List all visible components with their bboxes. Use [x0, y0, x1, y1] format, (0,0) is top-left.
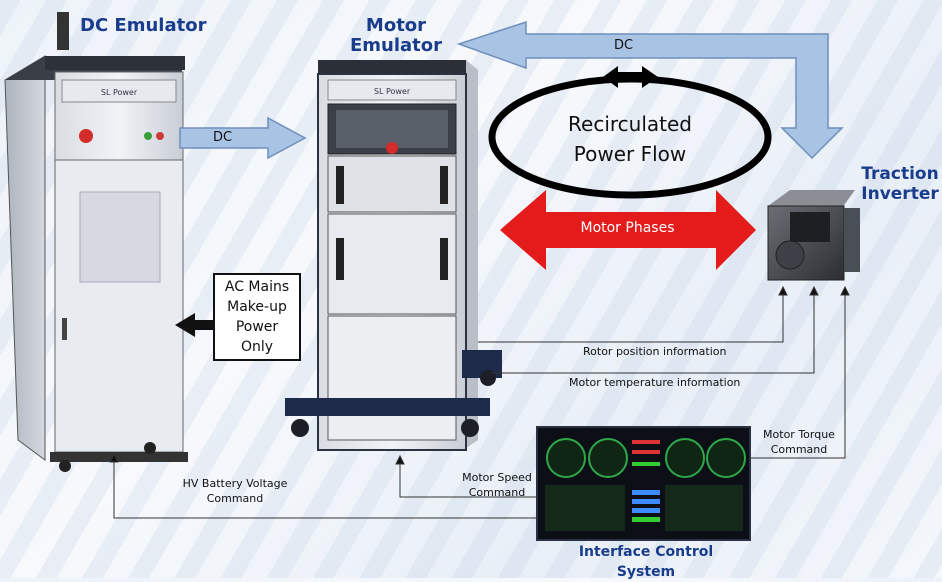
- dc-emulator-cabinet: SL Power: [4, 12, 188, 472]
- motor-torque-line2: Command: [770, 443, 828, 456]
- dc-emulator-heading: DC Emulator: [80, 15, 207, 36]
- motor-emulator-heading: Motor Emulator: [346, 16, 446, 56]
- motor-emulator-heading-line2: Emulator: [349, 35, 443, 56]
- hv-battery-line1: HV Battery Voltage: [182, 477, 288, 490]
- ac-mains-line1: AC Mains: [224, 279, 290, 295]
- motor-emulator-cabinet: SL Power: [285, 60, 502, 451]
- interface-control-screen: [536, 426, 751, 541]
- motor-torque-line1: Motor Torque: [763, 428, 835, 441]
- ac-mains-arrow: [175, 313, 213, 337]
- motor-torque-label: Motor Torque Command: [757, 427, 841, 457]
- traction-inverter-heading-line2: Inverter: [861, 184, 939, 204]
- motor-cabinet-brand: SL Power: [374, 87, 411, 96]
- traction-inverter-heading: Traction Inverter: [860, 164, 940, 204]
- motor-speed-label: Motor Speed Command: [457, 470, 537, 500]
- motor-speed-line: [399, 462, 540, 498]
- ac-mains-line3: Power: [235, 319, 279, 335]
- motor-emulator-heading-line1: Motor: [365, 15, 427, 36]
- ac-mains-line4: Only: [240, 339, 274, 355]
- emergency-stop-icon: [79, 129, 93, 143]
- hv-battery-line: [113, 460, 540, 519]
- hv-battery-label: HV Battery Voltage Command: [180, 476, 290, 506]
- recirculation-double-arrow-icon: [603, 66, 658, 88]
- interface-control-heading: Interface Control System: [578, 544, 714, 580]
- ac-mains-box: AC Mains Make-up Power Only: [213, 273, 301, 361]
- dc-arrow-right: [179, 116, 307, 160]
- traction-inverter-device: [767, 190, 860, 281]
- motor-speed-line2: Command: [468, 486, 526, 499]
- dc-arrow-left-label: DC: [213, 130, 233, 145]
- recirculated-line2: Power Flow: [573, 142, 687, 166]
- signal-lines: [109, 285, 850, 519]
- motor-torque-line: [748, 293, 846, 459]
- dc-arrow-top: [456, 20, 844, 160]
- dc-cabinet-brand: SL Power: [101, 88, 138, 97]
- rotor-position-line: [478, 293, 784, 343]
- motor-phases-arrow: [500, 190, 756, 270]
- traction-inverter-heading-line1: Traction: [861, 164, 939, 184]
- recirculated-power-label: Recirculated Power Flow: [540, 109, 720, 169]
- hv-battery-line2: Command: [206, 492, 264, 505]
- rotor-position-label: Rotor position information: [583, 345, 727, 358]
- beacon-light: [57, 12, 69, 50]
- motor-speed-line1: Motor Speed: [462, 471, 532, 484]
- motor-phases-label: Motor Phases: [580, 220, 675, 236]
- ac-mains-line2: Make-up: [227, 299, 287, 315]
- motor-temperature-label: Motor temperature information: [569, 376, 741, 389]
- recirculated-line1: Recirculated: [568, 112, 692, 136]
- dc-arrow-top-label: DC: [614, 38, 634, 53]
- motor-temperature-line: [490, 293, 815, 374]
